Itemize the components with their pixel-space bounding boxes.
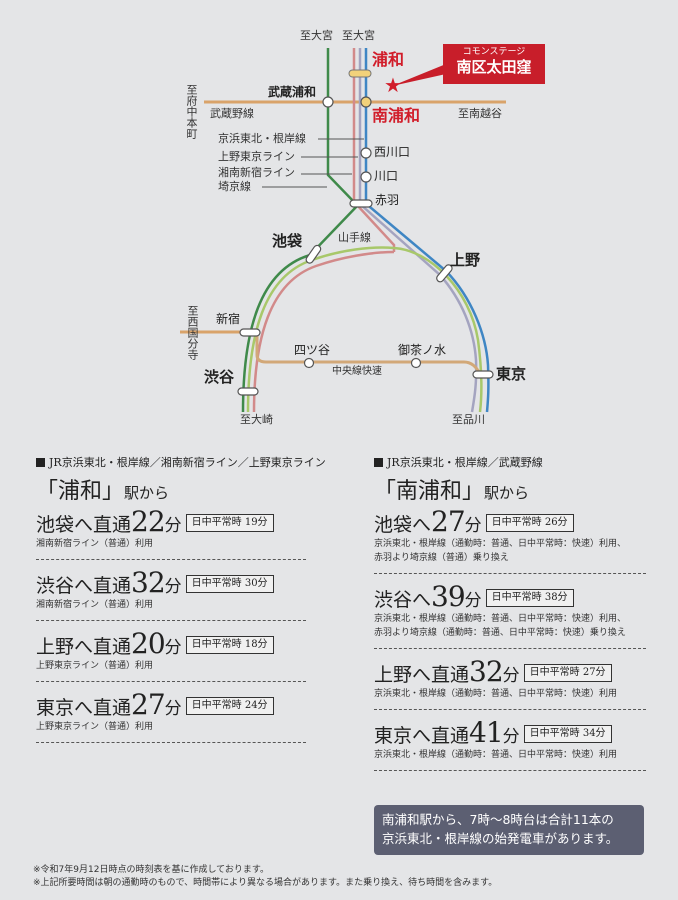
divider — [36, 559, 306, 560]
direction-omiya-2: 至大宮 — [342, 29, 375, 42]
route-map-lines — [180, 48, 506, 413]
minami-urawa-marker — [360, 96, 372, 108]
route-item: 渋谷へ直通32分日中平常時 30分 湘南新宿ライン（普通）利用 — [36, 568, 306, 621]
daytime-badge: 日中平常時 19分 — [185, 514, 274, 532]
station-shinjuku: 新宿 — [216, 312, 241, 326]
direction-nishi-kokubunji: 至西国分寺 — [186, 305, 199, 360]
station-nishi-kawaguchi: 西川口 — [374, 145, 411, 159]
line-saikyo: 埼京線 — [218, 180, 251, 193]
section-header: JR京浜東北・根岸線／武蔵野線 — [374, 456, 646, 470]
divider — [36, 681, 306, 682]
direction-omiya-1: 至大宮 — [300, 29, 333, 42]
station-akabane: 赤羽 — [375, 193, 400, 207]
route-item: 池袋へ27分日中平常時 26分 京浜東北・根岸線（通勤時：普通、日中平常時：快速… — [374, 507, 646, 574]
square-bullet-icon — [374, 458, 383, 467]
from-station: 「浦和」駅から — [36, 479, 170, 504]
daytime-badge: 日中平常時 30分 — [185, 575, 274, 593]
property-name: 南区太田窪 — [456, 58, 532, 76]
station-musashi-urawa: 武蔵浦和 — [268, 85, 317, 99]
line-ueno-tokyo: 上野東京ライン — [218, 150, 295, 163]
daytime-badge: 日中平常時 24分 — [185, 697, 274, 715]
line-musashino: 武蔵野線 — [210, 107, 254, 120]
property-callout: コモンステージ 南区太田窪 — [443, 44, 545, 84]
divider — [374, 573, 646, 574]
station-urawa: 浦和 — [372, 50, 405, 69]
footnotes: ※令和7年9月12日時点の時刻表を基に作成しております。 ※上記所要時間は朝の通… — [33, 864, 497, 890]
daytime-badge: 日中平常時 26分 — [485, 514, 574, 532]
route-map: 至大宮 至大宮 浦和 ★ コモンステージ 南区太田窪 至府中本町 武蔵浦和 武蔵… — [0, 0, 678, 440]
property-star-icon: ★ — [384, 73, 402, 97]
urawa-access-section: JR京浜東北・根岸線／湘南新宿ライン／上野東京ライン 「浦和」駅から 池袋へ直通… — [36, 456, 326, 751]
line-yamanote: 山手線 — [338, 231, 371, 244]
minami-urawa-access-section: JR京浜東北・根岸線／武蔵野線 「南浦和」駅から 池袋へ27分日中平常時 26分… — [374, 456, 646, 779]
footnote: ※令和7年9月12日時点の時刻表を基に作成しております。 — [33, 865, 270, 875]
line-chuo-rapid: 中央線快速 — [332, 366, 382, 377]
saikyo-line — [326, 48, 357, 205]
direction-fuchu-hommachi: 至府中本町 — [185, 84, 198, 139]
route-item: 上野へ直通32分日中平常時 27分 京浜東北・根岸線（通勤時：普通、日中平常時：… — [374, 657, 646, 710]
daytime-badge: 日中平常時 18分 — [185, 636, 274, 654]
daytime-badge: 日中平常時 27分 — [523, 664, 612, 682]
from-station: 「南浦和」駅から — [374, 479, 530, 504]
divider — [374, 648, 646, 649]
divider — [36, 742, 306, 743]
divider — [374, 709, 646, 710]
divider — [36, 620, 306, 621]
section-header: JR京浜東北・根岸線／湘南新宿ライン／上野東京ライン — [36, 456, 326, 470]
line-shonan-shinjuku: 湘南新宿ライン — [218, 166, 295, 179]
route-item: 東京へ直通41分日中平常時 34分 京浜東北・根岸線（通勤時：普通、日中平常時：… — [374, 718, 646, 771]
daytime-badge: 日中平常時 38分 — [485, 589, 574, 607]
square-bullet-icon — [36, 458, 45, 467]
daytime-badge: 日中平常時 34分 — [523, 725, 612, 743]
direction-shinagawa: 至品川 — [452, 413, 485, 426]
station-ueno: 上野 — [450, 251, 481, 269]
musashi-urawa-marker — [322, 96, 334, 108]
direction-minami-koshigaya: 至南越谷 — [458, 107, 502, 120]
direction-osaki: 至大崎 — [240, 413, 273, 426]
station-tokyo: 東京 — [496, 365, 527, 383]
route-item: 池袋へ直通22分日中平常時 19分 湘南新宿ライン（普通）利用 — [36, 507, 306, 560]
urawa-marker — [348, 69, 372, 78]
property-subtitle: コモンステージ — [462, 47, 526, 57]
footnote: ※上記所要時間は朝の通勤時のもので、時間帯により異なる場合があります。また乗り換… — [33, 878, 498, 888]
line-keihin-tohoku: 京浜東北・根岸線 — [218, 132, 306, 145]
station-ikebukuro: 池袋 — [272, 232, 303, 250]
route-item: 東京へ直通27分日中平常時 24分 上野東京ライン（普通）利用 — [36, 690, 306, 743]
first-train-info-box: 南浦和駅から、7時～8時台は合計11本の 京浜東北・根岸線の始発電車があります。 — [374, 805, 644, 855]
station-ochanomizu: 御茶ノ水 — [398, 343, 447, 357]
station-shibuya: 渋谷 — [204, 368, 235, 386]
divider — [374, 770, 646, 771]
station-yotsuya: 四ツ谷 — [294, 343, 331, 357]
route-item: 上野へ直通20分日中平常時 18分 上野東京ライン（普通）利用 — [36, 629, 306, 682]
route-item: 渋谷へ39分日中平常時 38分 京浜東北・根岸線（通勤時：普通、日中平常時：快速… — [374, 582, 646, 649]
station-kawaguchi: 川口 — [374, 169, 399, 183]
station-minami-urawa: 南浦和 — [372, 106, 421, 125]
chuo-line — [255, 334, 482, 375]
